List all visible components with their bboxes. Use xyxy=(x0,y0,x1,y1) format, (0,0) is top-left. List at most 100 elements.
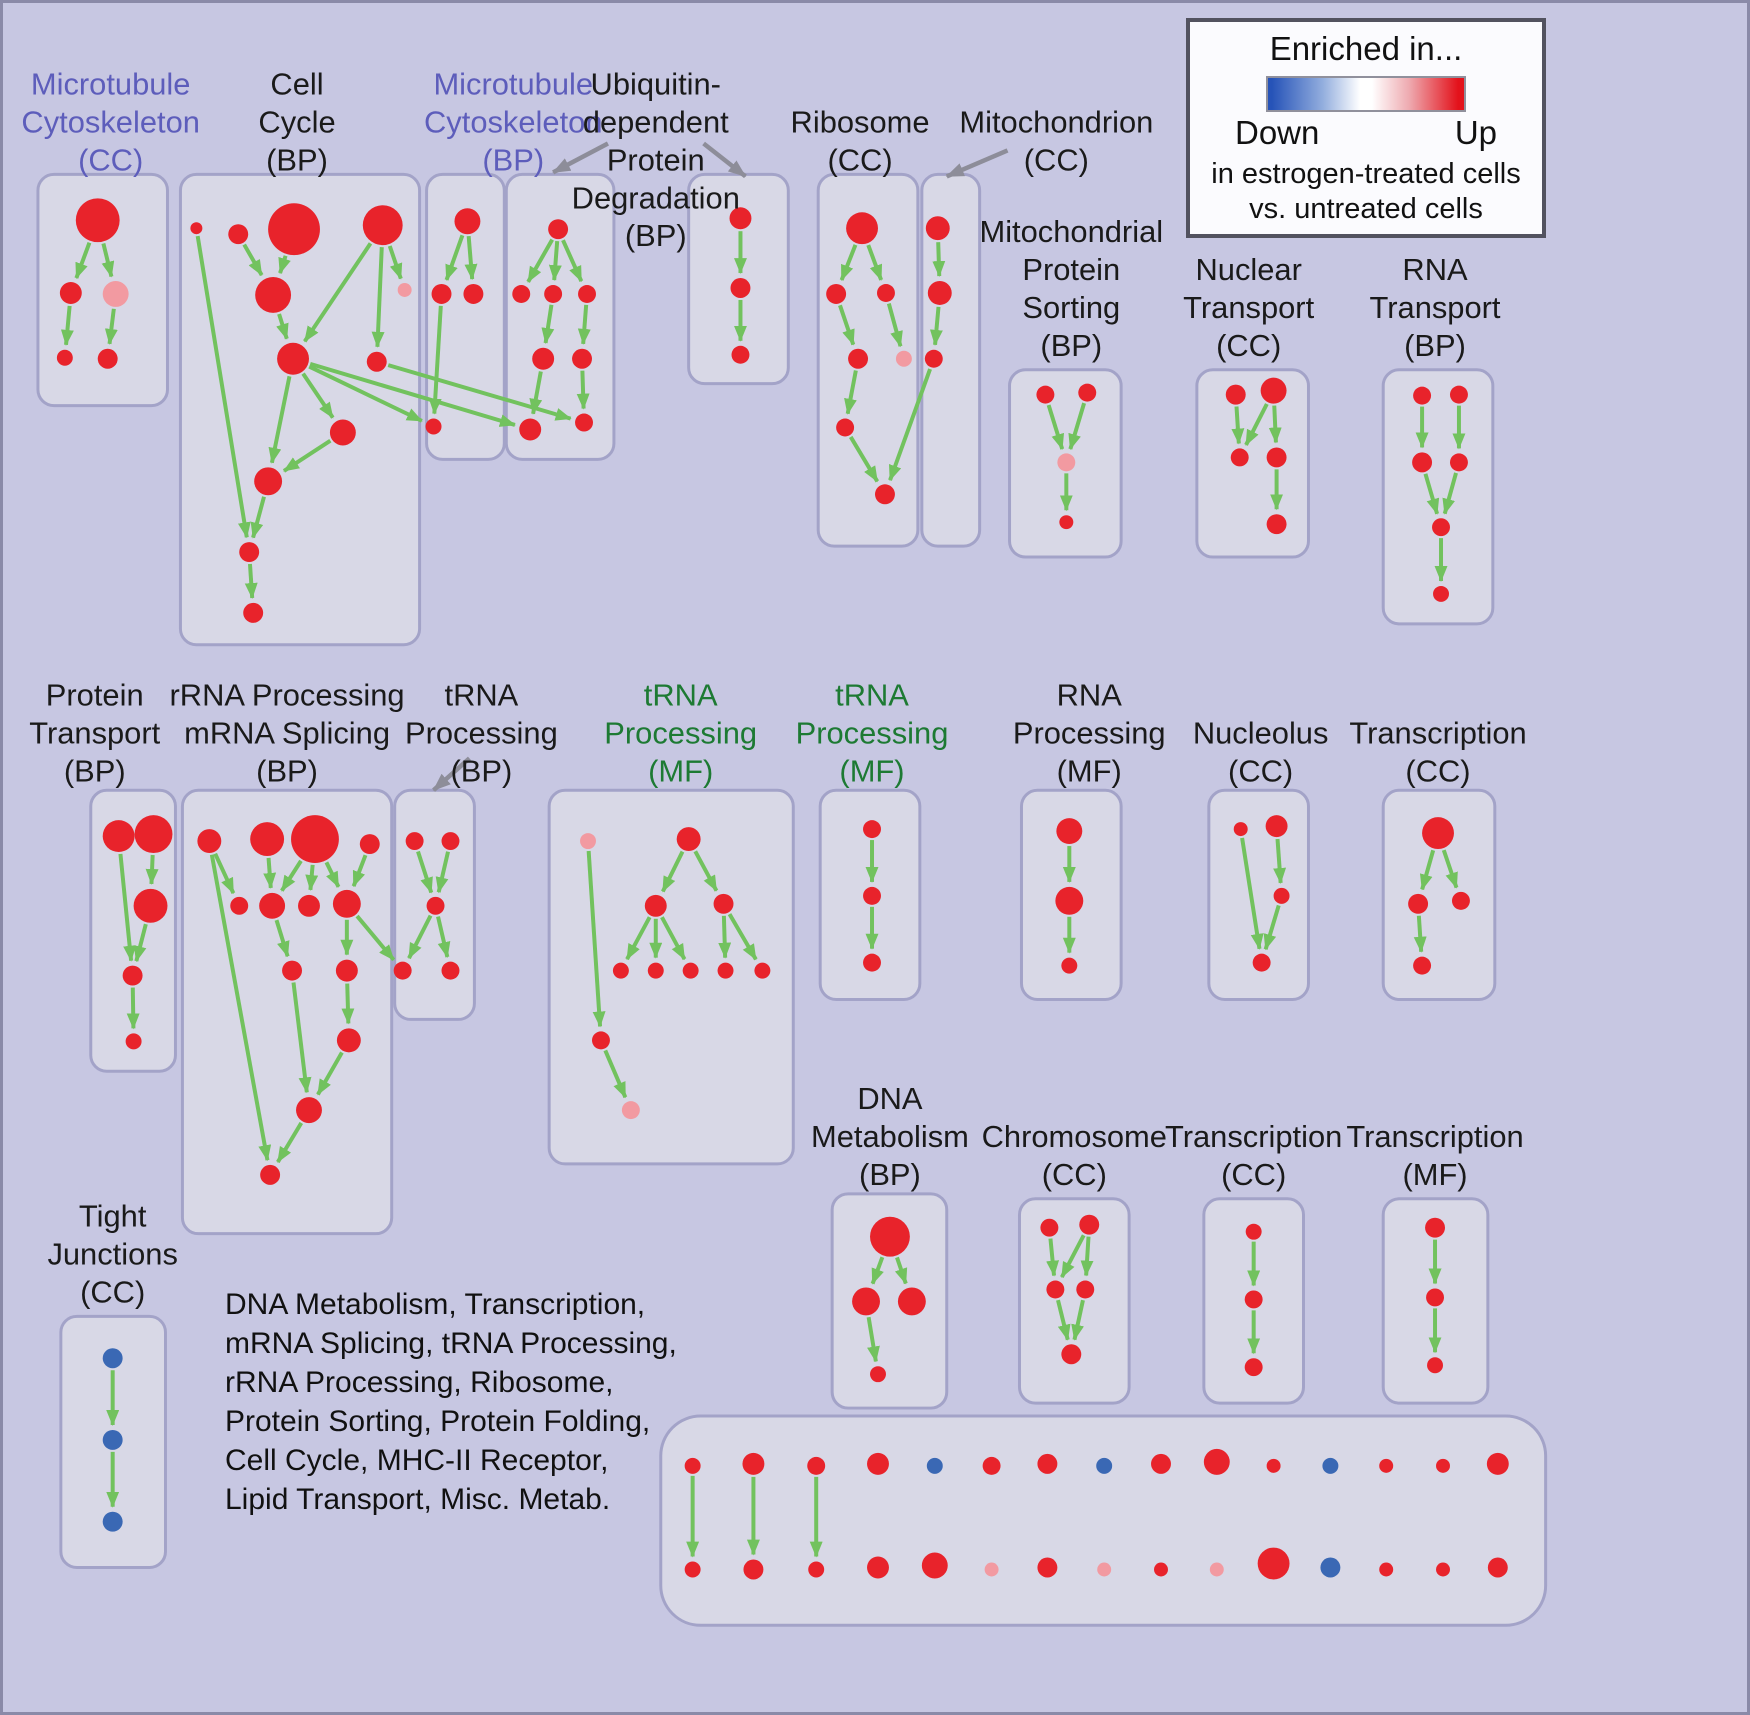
go-term-node xyxy=(239,542,260,563)
cluster-nodes-transcription-cc-2 xyxy=(1244,1223,1263,1377)
cluster-box-transcription-cc-1 xyxy=(1381,788,1497,1001)
cluster-box-microtubule-cc xyxy=(36,172,169,408)
go-term-node xyxy=(260,1164,281,1185)
go-term-node xyxy=(1037,1453,1058,1474)
go-term-node xyxy=(1055,886,1084,915)
go-term-node xyxy=(644,894,667,917)
label-pointer-arrow xyxy=(432,756,471,792)
edge-arrow xyxy=(133,923,148,963)
edge-arrow xyxy=(661,850,685,893)
go-term-node xyxy=(1412,452,1433,473)
edge-arrow xyxy=(1423,473,1440,515)
go-term-node xyxy=(254,467,283,496)
go-term-node xyxy=(102,281,129,307)
edge-arrow xyxy=(282,438,332,473)
edge-arrow xyxy=(577,304,591,345)
legend-endpoints: Down Up xyxy=(1235,114,1497,152)
go-term-node xyxy=(591,1031,610,1050)
label-pointer-arrow xyxy=(702,141,747,179)
go-term-node xyxy=(743,1559,764,1580)
edge-arrow xyxy=(1268,405,1282,444)
go-term-node xyxy=(1379,1458,1394,1473)
edge-arrow xyxy=(1240,837,1264,950)
go-term-node xyxy=(102,1429,123,1450)
go-term-node xyxy=(133,888,168,923)
go-term-node xyxy=(717,962,734,979)
edge-arrow xyxy=(866,1316,880,1363)
label-pointer-arrow xyxy=(945,148,1009,179)
go-term-node xyxy=(102,1348,123,1369)
cluster-nodes-transcription-mf xyxy=(1425,1217,1445,1374)
legend-title: Enriched in... xyxy=(1269,30,1463,67)
edge-arrow xyxy=(276,313,289,340)
go-term-node xyxy=(1413,386,1432,405)
go-term-node xyxy=(754,962,771,979)
go-term-node xyxy=(1426,1288,1445,1307)
cluster-label-chromosome: Chromosome(CC) xyxy=(982,1119,1167,1192)
edge-arrow xyxy=(1056,1299,1071,1341)
go-term-node xyxy=(1244,1290,1263,1309)
edge-arrow xyxy=(932,242,946,278)
go-term-node xyxy=(1257,1547,1290,1580)
edge-arrow xyxy=(1080,1236,1094,1277)
go-term-node xyxy=(925,216,950,241)
edge-arrow xyxy=(324,861,341,888)
edge-arrow xyxy=(526,238,554,283)
go-term-node xyxy=(575,413,593,432)
go-term-node xyxy=(1037,1557,1058,1578)
go-term-node xyxy=(1079,1214,1100,1235)
edge-arrow xyxy=(276,1121,304,1164)
go-term-node xyxy=(1040,1218,1059,1237)
go-term-node xyxy=(897,1287,926,1316)
go-term-node xyxy=(1061,1344,1082,1365)
go-term-node xyxy=(1154,1562,1168,1577)
edge-arrow xyxy=(291,982,312,1094)
cluster-label-transcription-cc-2: Transcription(CC) xyxy=(1165,1119,1342,1192)
edge-arrow xyxy=(355,914,396,962)
go-term-node xyxy=(852,1287,880,1316)
go-term-node xyxy=(329,419,356,446)
go-term-node xyxy=(1322,1457,1339,1474)
edge-arrow xyxy=(126,987,140,1030)
go-term-node xyxy=(867,1452,889,1475)
go-term-node xyxy=(578,285,596,303)
go-term-node xyxy=(836,418,855,437)
edge-arrow xyxy=(625,916,652,961)
cluster-box-chromosome xyxy=(1017,1197,1131,1405)
edge-arrow xyxy=(303,242,373,343)
edge-arrow xyxy=(371,247,385,348)
go-term-node xyxy=(1436,1562,1450,1577)
go-term-node xyxy=(441,832,460,851)
go-term-node xyxy=(580,833,596,850)
go-term-node xyxy=(282,960,303,981)
cluster-nodes-nuclear-transport xyxy=(1225,377,1287,535)
edge-arrow xyxy=(1263,904,1281,951)
go-term-node xyxy=(298,894,320,917)
go-term-node xyxy=(1265,815,1288,838)
go-term-node xyxy=(647,962,664,979)
edge-arrow xyxy=(576,370,590,410)
go-term-node xyxy=(548,219,569,240)
go-term-node xyxy=(684,1457,701,1474)
cluster-label-transcription-cc-1: Transcription(CC) xyxy=(1349,715,1526,788)
edge-arrow xyxy=(341,983,355,1025)
go-term-node xyxy=(1057,453,1076,472)
cluster-nodes-protein-transport xyxy=(102,815,173,1050)
legend-gradient-bar xyxy=(1266,76,1466,112)
cluster-box-ubiquitin-1 xyxy=(504,172,616,461)
edge-arrow xyxy=(407,914,433,960)
go-term-node xyxy=(1036,385,1055,404)
go-term-node xyxy=(572,348,592,369)
go-term-node xyxy=(56,349,73,366)
go-term-node xyxy=(924,349,943,368)
cluster-nodes-misc xyxy=(684,1448,1509,1580)
cluster-nodes-trna-mf-1 xyxy=(580,827,771,1120)
go-term-node xyxy=(122,965,143,986)
edge-arrow xyxy=(1442,472,1458,515)
